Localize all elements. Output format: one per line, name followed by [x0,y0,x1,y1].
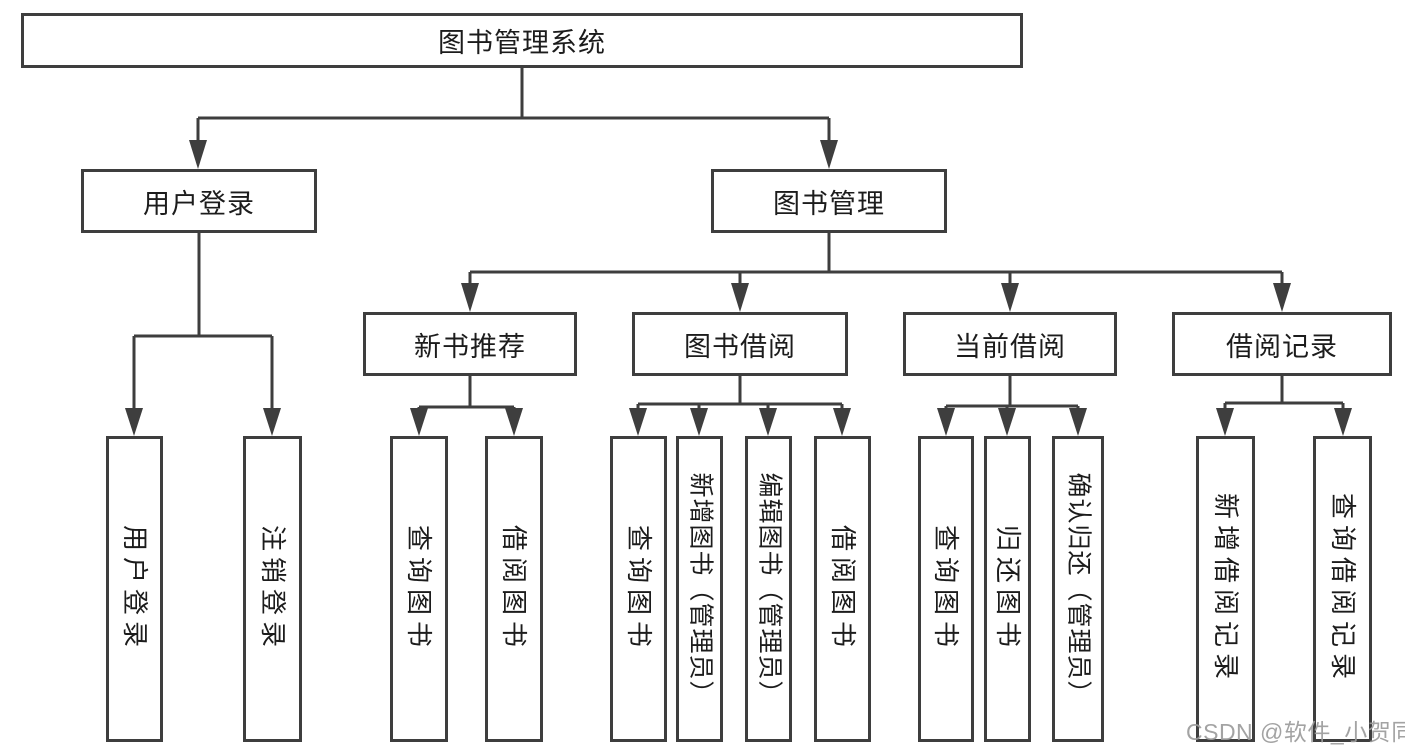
node-book-borrowing: 图书借阅 [632,312,848,376]
leaf-logout: 注销登录 [243,436,302,742]
leaf-label: 借阅图书 [827,524,858,654]
arrowhead [833,408,851,436]
arrowhead [629,408,647,436]
leaf-add-borrow-record: 新增借阅记录 [1196,436,1255,742]
arrowhead [263,408,281,436]
arrowhead [125,408,143,436]
leaf-confirm-return-admin: 确认归还（管理员） [1052,436,1104,742]
arrowhead [690,408,708,436]
arrowhead [937,408,955,436]
leaf-query-books-current: 查询图书 [918,436,974,742]
arrowhead [1216,408,1234,436]
node-borrowing-records: 借阅记录 [1172,312,1392,376]
arrowhead [1001,283,1019,312]
node-library-management-system: 图书管理系统 [21,13,1023,68]
arrowhead [505,408,523,436]
leaf-query-borrow-record: 查询借阅记录 [1313,436,1372,742]
leaf-label: 用户登录 [119,524,150,654]
leaf-query-books-borrowing: 查询图书 [610,436,667,742]
arrowhead [759,408,777,436]
connector-book-management-to-level3 [461,233,1291,312]
leaf-label: 查询借阅记录 [1327,492,1358,686]
arrowhead [461,283,479,312]
leaf-borrow-books: 借阅图书 [814,436,871,742]
connector-borrowing-records-to-leaves [1216,376,1352,436]
leaf-borrow-books-recommend: 借阅图书 [485,436,543,742]
leaf-label: 新增借阅记录 [1210,492,1241,686]
csdn-watermark: CSDN @软件_小贺同学 [1186,719,1405,745]
node-book-management: 图书管理 [711,169,947,233]
arrowhead [1273,283,1291,312]
arrowhead [1334,408,1352,436]
leaf-user-login: 用户登录 [106,436,163,742]
connector-new-book-recommendation-to-leaves [410,376,523,436]
connector-current-borrowing-to-leaves [937,376,1087,436]
leaf-query-books-recommend: 查询图书 [390,436,448,742]
node-user-login: 用户登录 [81,169,317,233]
arrowhead [1069,408,1087,436]
leaf-label: 新增图书（管理员） [686,471,715,707]
connector-root-to-level2 [189,68,838,169]
connector-user-login-to-leaves [125,233,281,436]
node-new-book-recommendation: 新书推荐 [363,312,577,376]
arrowhead [731,283,749,312]
leaf-label: 注销登录 [257,524,288,654]
leaf-label: 查询图书 [623,524,654,654]
leaf-label: 查询图书 [931,524,962,654]
leaf-label: 确认归还（管理员） [1064,471,1093,707]
connector-book-borrowing-to-leaves [629,376,851,436]
arrowhead [820,140,838,169]
node-current-borrowing: 当前借阅 [903,312,1117,376]
arrowhead [189,140,207,169]
arrowhead [410,408,428,436]
leaf-add-books-admin: 新增图书（管理员） [676,436,723,742]
arrowhead [998,408,1016,436]
leaf-return-books: 归还图书 [984,436,1031,742]
leaf-label: 归还图书 [992,524,1023,654]
leaf-label: 借阅图书 [499,524,530,654]
leaf-label: 编辑图书（管理员） [755,471,784,707]
leaf-label: 查询图书 [404,524,435,654]
leaf-edit-books-admin: 编辑图书（管理员） [745,436,792,742]
